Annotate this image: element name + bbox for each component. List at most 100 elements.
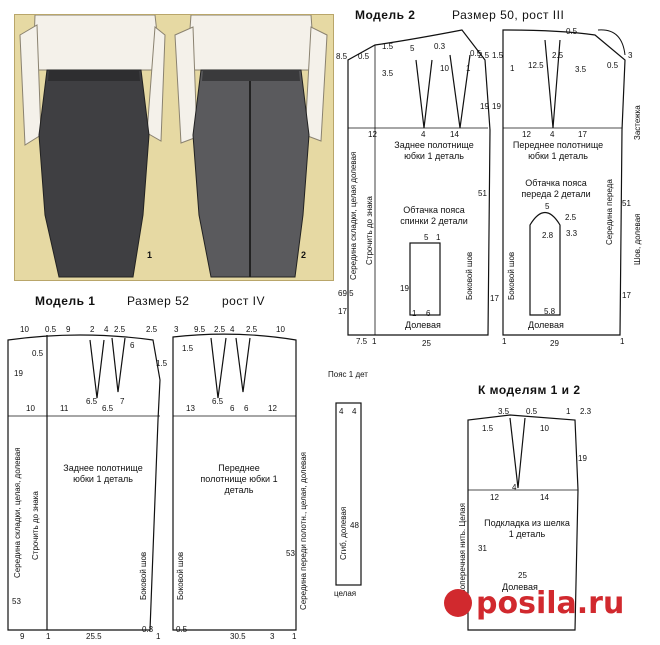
model2-num: 1 xyxy=(466,64,471,73)
belt-text: Сгиб, долевая xyxy=(339,506,348,560)
model1-hip-num: 6.5 xyxy=(86,397,98,406)
lining-side-num: 31 xyxy=(478,544,487,553)
lining-num: 2.3 xyxy=(580,407,592,416)
model2-hip-num: 4 xyxy=(421,130,426,139)
lining-hip-num: 4 xyxy=(512,483,517,492)
lining-panel-label: Подкладка из шелка 1 деталь xyxy=(484,518,570,539)
model2-side-num: 17 xyxy=(622,291,631,300)
model1-back-panel-label: Заднее полотнище юбки 1 деталь xyxy=(63,463,143,484)
model2-num: 0.3 xyxy=(434,42,446,51)
model1-hip-num: 6 xyxy=(230,404,235,413)
model1-top-num: 9 xyxy=(66,325,71,334)
model2-side-seam-front: Боковой шов xyxy=(507,251,516,300)
skirt-illustration: 1 2 xyxy=(14,14,334,281)
model1-left-num: 53 xyxy=(12,597,21,606)
model2-hip-num: 12 xyxy=(522,130,531,139)
model2-shov-dolevaya: Шов, долевая xyxy=(633,213,642,265)
lining-num: 3.5 xyxy=(498,407,510,416)
belt-num: 4 xyxy=(339,407,344,416)
watermark-logo: posila.ru xyxy=(444,586,624,621)
model1-bottom-num: 30.5 xyxy=(230,632,246,641)
model2-num: 1.5 xyxy=(492,51,504,60)
model2-hip-num: 4 xyxy=(550,130,555,139)
lining-num: 10 xyxy=(540,424,549,433)
model2-side-num: 19 xyxy=(480,102,489,111)
lining-title: К моделям 1 и 2 xyxy=(478,383,581,397)
belt-length: 48 xyxy=(350,521,359,530)
belt-whole: целая xyxy=(334,589,357,598)
model1-hip-num: 7 xyxy=(120,397,125,406)
lining-side-num: 25 xyxy=(518,571,527,580)
model1-top-num: 4 xyxy=(230,325,235,334)
model1-back-center-text: Середина складки, целая, долевая xyxy=(13,447,22,578)
model1-side-num: 19 xyxy=(14,369,23,378)
photo-label-1: 1 xyxy=(147,250,153,260)
model1-side-num: 1.5 xyxy=(182,344,194,353)
model2-num: 1 xyxy=(510,64,515,73)
model1-top-num: 0.5 xyxy=(45,325,57,334)
model2-bottom-num: 1 xyxy=(620,337,625,346)
model1-top-num: 2.5 xyxy=(246,325,258,334)
model2-num: 2.5 xyxy=(478,51,490,60)
model2-num: 3.5 xyxy=(382,69,394,78)
watermark-text: posila.ru xyxy=(476,586,625,621)
model2-hip-num: 17 xyxy=(578,130,587,139)
model2-num: 3.5 xyxy=(575,65,587,74)
model1-bottom-num: 1 xyxy=(292,632,297,641)
model2-side-num: 51 xyxy=(478,189,487,198)
model1-top-num: 2.5 xyxy=(114,325,126,334)
model2-facing-num: 5 xyxy=(424,233,429,242)
model2-facing-num: 1 xyxy=(436,233,441,242)
model2-back-panel-label: Заднее полотнище юбки 1 деталь xyxy=(394,140,474,161)
lining-hip-num: 12 xyxy=(490,493,499,502)
model2-hip-num: 12 xyxy=(368,130,377,139)
model1-top-num: 2.5 xyxy=(146,325,158,334)
model2-zastezhka: Застежка xyxy=(633,105,642,140)
model2-side-num: 51 xyxy=(622,199,631,208)
model2-bottom-num: 1 xyxy=(372,337,377,346)
model2-facing-back-label: Обтачка пояса спинки 2 детали xyxy=(400,205,468,226)
model1-hip-num: 13 xyxy=(186,404,195,413)
model2-title: Модель 2 xyxy=(355,8,416,22)
model1-top-num: 2 xyxy=(90,325,95,334)
model2-side-seam-back: Боковой шов xyxy=(465,251,474,300)
model1-hip-num: 11 xyxy=(60,404,69,413)
lining-num: 1 xyxy=(566,407,571,416)
model1-top-num: 3 xyxy=(174,325,179,334)
model2-facing-num: 6 xyxy=(426,309,431,318)
model2-side-num: 17 xyxy=(490,294,499,303)
model1-bottom-num: 9 xyxy=(20,632,25,641)
model2-facing-num: 3.3 xyxy=(566,229,578,238)
model1-hip-num: 6.5 xyxy=(212,397,224,406)
photo-label-2: 2 xyxy=(301,250,307,260)
model1-size: Размер 52 xyxy=(127,294,190,308)
model2-num: 3 xyxy=(628,51,633,60)
model2-facing-num: 2.5 xyxy=(565,213,577,222)
model2-side-num: 19 xyxy=(492,102,501,111)
model1-top-num: 4 xyxy=(104,325,109,334)
belt-title: Пояс 1 дет xyxy=(328,370,368,379)
model1-hip-num: 10 xyxy=(26,404,35,413)
model1-bottom-num: 25.5 xyxy=(86,632,102,641)
model2-num: 0.5 xyxy=(470,49,482,58)
lining-grain-text: Поперечная нить. Целая xyxy=(458,503,467,595)
model2-bottom-num: 7.5 xyxy=(356,337,368,346)
model1-side-num: 6 xyxy=(130,341,135,350)
model1-top-num: 10 xyxy=(276,325,285,334)
lining-num: 0.5 xyxy=(526,407,538,416)
belt-num: 4 xyxy=(352,407,357,416)
model2-left-num: 17 xyxy=(338,307,347,316)
model1-hip-num: 6 xyxy=(244,404,249,413)
model2-bottom-num: 1 xyxy=(502,337,507,346)
model1-bottom-num: 1 xyxy=(156,632,161,641)
model1-stitch-text: Строчить до знака xyxy=(31,491,40,560)
model1-front-panel-label: Переднее полотнище юбки 1 деталь xyxy=(200,463,278,495)
lining-num: 1.5 xyxy=(482,424,494,433)
model1-bottom-num: 1 xyxy=(46,632,51,641)
model2-facing-num: 2.8 xyxy=(542,231,554,240)
model2-hip-num: 14 xyxy=(450,130,459,139)
model2-facing-num: 5.8 xyxy=(544,307,556,316)
model2-num: 0.5 xyxy=(607,61,619,70)
model1-side-num: 0.5 xyxy=(32,349,44,358)
skirt-drawing xyxy=(19,15,328,278)
